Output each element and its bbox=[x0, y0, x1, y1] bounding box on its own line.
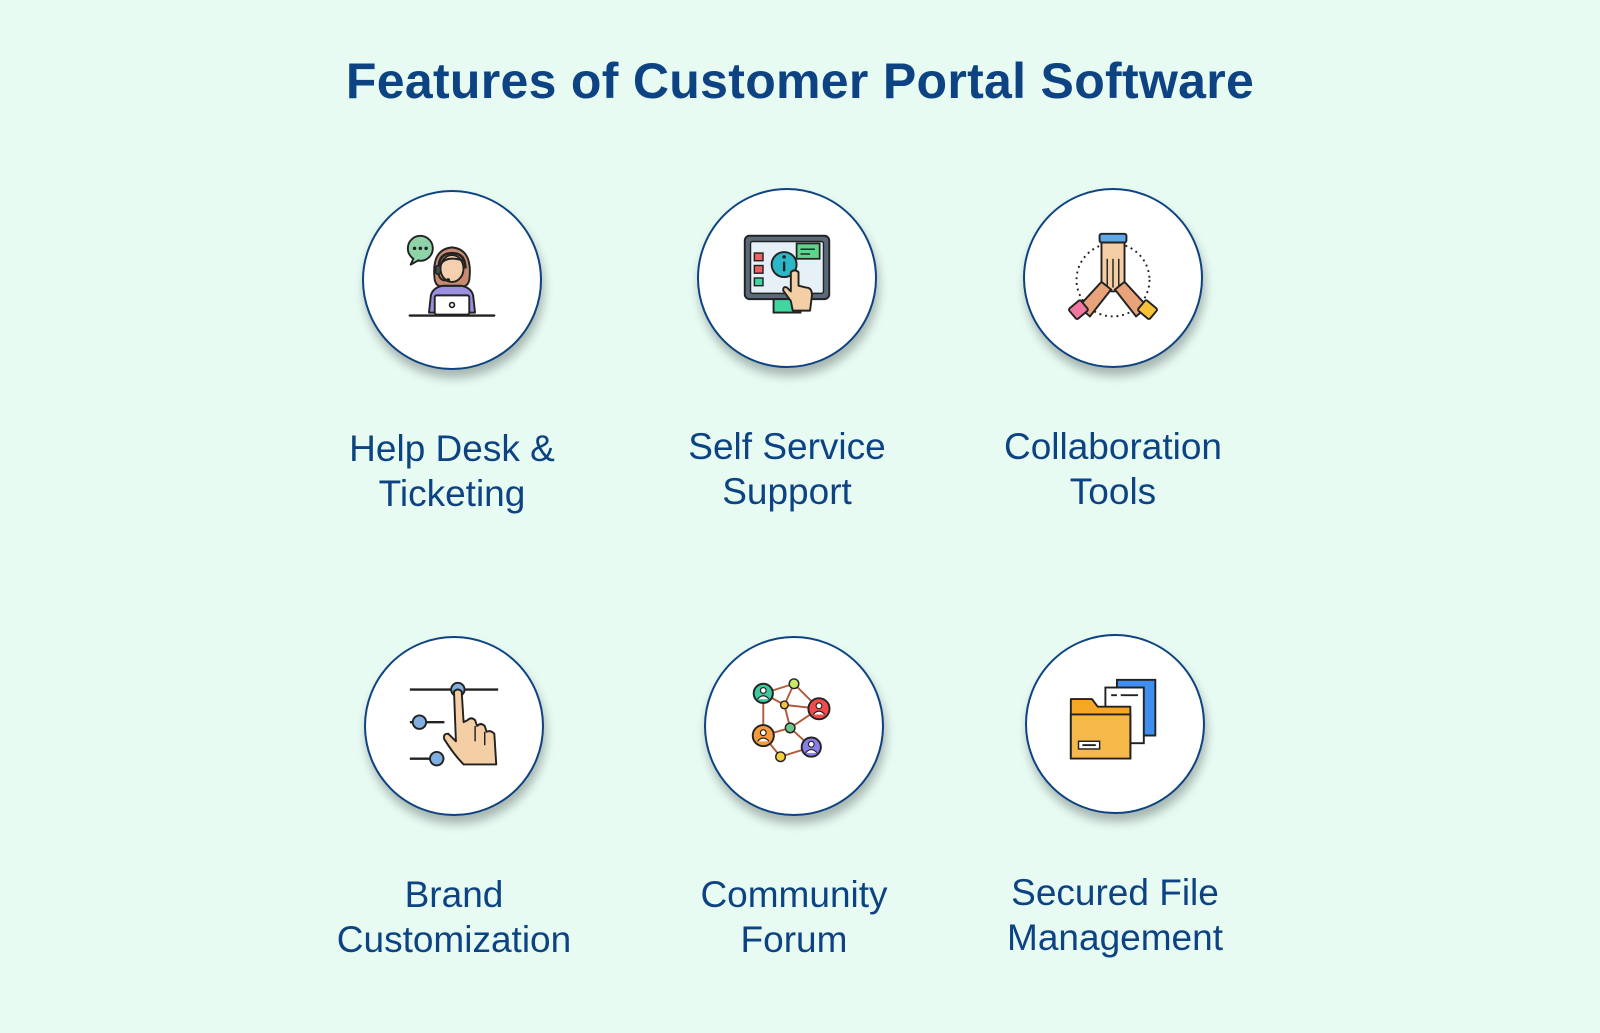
feature-label: Community Forum bbox=[700, 874, 888, 960]
feature-circle bbox=[364, 636, 544, 816]
feature-file-management: Secured File Management bbox=[955, 634, 1275, 960]
feature-circle bbox=[1023, 188, 1203, 368]
page-title: Features of Customer Portal Software bbox=[345, 53, 1255, 109]
feature-label: Secured File Management bbox=[1007, 872, 1223, 958]
help-desk-agent-icon bbox=[406, 234, 496, 317]
feature-collaboration: Collaboration Tools bbox=[953, 188, 1273, 514]
feature-self-service: Self Service Support bbox=[627, 188, 947, 514]
file-folder-icon bbox=[1069, 678, 1157, 760]
feature-circle bbox=[362, 190, 542, 370]
feature-help-desk: Help Desk & Ticketing bbox=[292, 190, 612, 516]
feature-label: Help Desk & Ticketing bbox=[349, 428, 555, 514]
feature-circle bbox=[1025, 634, 1205, 814]
slider-controls-icon bbox=[409, 681, 499, 767]
feature-brand-customization: Brand Customization bbox=[294, 636, 614, 962]
feature-label: Self Service Support bbox=[688, 426, 886, 512]
feature-label: Collaboration Tools bbox=[1003, 426, 1223, 512]
feature-label: Brand Customization bbox=[336, 874, 572, 960]
feature-circle bbox=[697, 188, 877, 368]
self-service-screen-icon bbox=[743, 234, 831, 314]
feature-community-forum: Community Forum bbox=[634, 636, 954, 962]
team-hands-icon bbox=[1068, 232, 1158, 320]
feature-circle bbox=[704, 636, 884, 816]
community-network-icon bbox=[751, 678, 831, 763]
